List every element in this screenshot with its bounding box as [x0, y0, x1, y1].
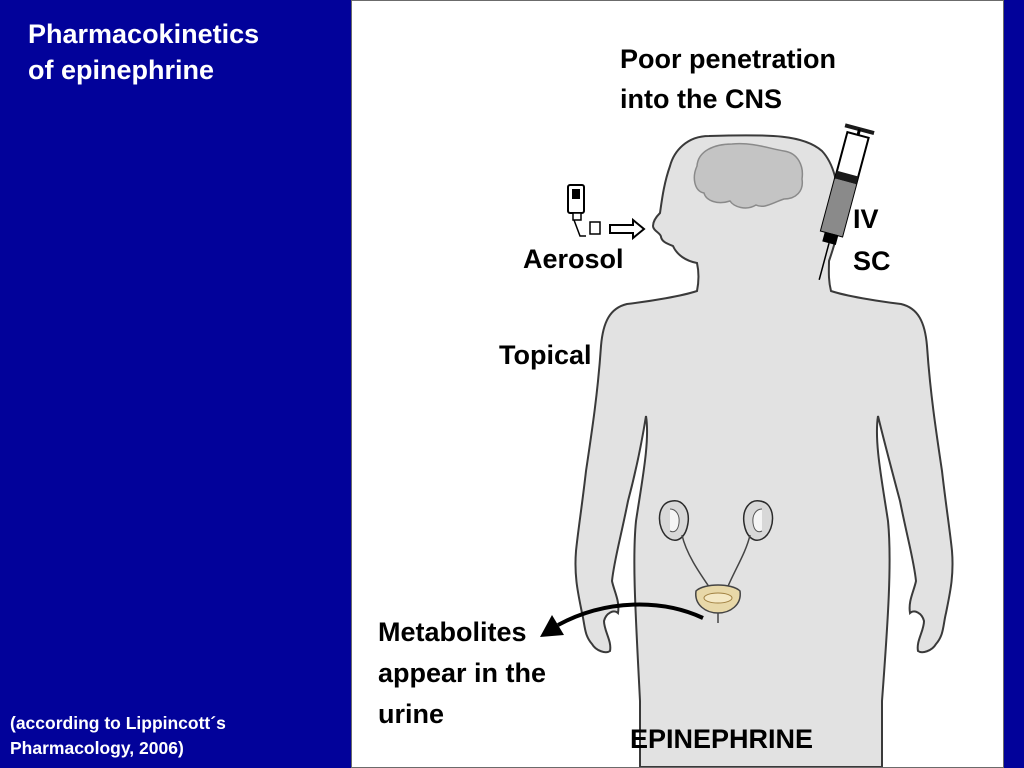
- metabolites-label-line-1: Metabolites: [378, 617, 527, 647]
- kidney-icon: [742, 500, 774, 541]
- slide-title-line-2: of epinephrine: [28, 55, 215, 85]
- brain-icon: [693, 142, 804, 209]
- cns-label-line-2: into the CNS: [620, 84, 782, 114]
- citation: (according to Lippincott´s Pharmacology,…: [10, 711, 340, 761]
- citation-line-2: Pharmacology, 2006): [10, 738, 184, 758]
- metabolites-label-line-2: appear in the: [378, 658, 547, 688]
- slide-title: Pharmacokinetics of epinephrine: [28, 16, 328, 88]
- metabolites-label: Metabolites appear in the urine: [378, 612, 546, 735]
- sc-label: SC: [853, 246, 891, 276]
- cns-label-line-1: Poor penetration: [620, 44, 837, 74]
- citation-line-1: (according to Lippincott´s: [10, 713, 226, 733]
- cns-label: Poor penetration into the CNS: [620, 39, 836, 119]
- kidney-icon: [658, 500, 690, 541]
- drug-name-label: EPINEPHRINE: [630, 724, 814, 754]
- injection-routes-label: IV SC: [853, 198, 891, 282]
- syringe-icon: [818, 123, 875, 281]
- topical-label: Topical: [499, 340, 592, 370]
- aerosol-label: Aerosol: [523, 244, 624, 274]
- diagram-panel: Poor penetration into the CNS Aerosol To…: [351, 0, 1004, 768]
- body-diagram: [540, 123, 954, 767]
- inhaler-icon: [567, 184, 646, 241]
- slide-title-line-1: Pharmacokinetics: [28, 19, 260, 49]
- arrow-icon: [540, 602, 704, 637]
- iv-label: IV: [853, 204, 879, 234]
- metabolites-label-line-3: urine: [378, 699, 445, 729]
- bladder-icon: [695, 584, 741, 623]
